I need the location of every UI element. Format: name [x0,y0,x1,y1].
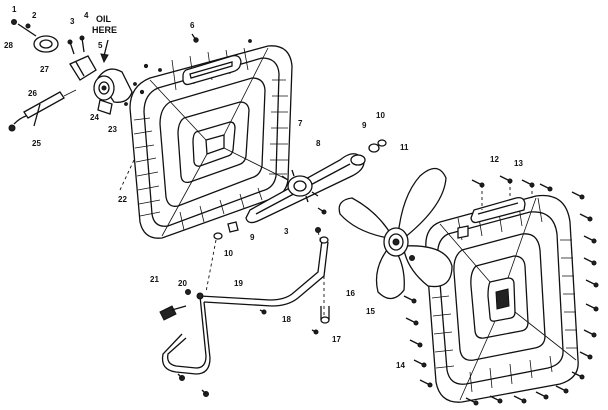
part-label-13: 13 [514,159,523,168]
oil-here-note: OIL HERE [92,14,117,35]
part-label-28: 28 [4,41,13,50]
part-label-2: 2 [32,11,37,20]
motor-assembly [8,19,145,191]
part-label-10a: 10 [376,111,385,120]
fan-blade [338,167,453,300]
part-labels: 1 2 3 4 5 6 7 8 9 9 3 10 10 11 12 13 14 … [4,5,523,370]
grille-screws [403,175,599,406]
part-label-22: 22 [118,195,127,204]
part-label-4: 4 [84,11,89,20]
part-label-20: 20 [178,279,187,288]
part-label-1: 1 [12,5,17,14]
motor-hub [213,169,327,240]
fan-base-leg [159,231,330,397]
part-label-16: 16 [346,289,355,298]
rear-grille-housing [124,39,293,239]
part-label-24: 24 [90,113,99,122]
part-label-9b: 9 [250,233,255,242]
top-screws [191,33,199,43]
oil-note-line2: HERE [92,25,117,35]
front-grille [425,194,579,403]
part-label-23: 23 [108,125,117,134]
part-label-21: 21 [150,275,159,284]
part-label-10b: 10 [224,249,233,258]
part-label-7: 7 [298,119,303,128]
part-label-27: 27 [40,65,49,74]
part-label-26: 26 [28,89,37,98]
part-label-17: 17 [332,335,341,344]
part-label-14: 14 [396,361,405,370]
part-label-18: 18 [282,315,291,324]
part-label-12: 12 [490,155,499,164]
oil-note-line1: OIL [96,14,112,24]
part-label-3b: 3 [284,227,289,236]
part-label-6: 6 [190,21,195,30]
part-label-3: 3 [70,17,75,26]
part-label-19: 19 [234,279,243,288]
part-label-11: 11 [400,143,409,152]
part-label-8: 8 [316,139,321,148]
part-label-15: 15 [366,307,375,316]
part-label-25: 25 [32,139,41,148]
part-label-9a: 9 [362,121,367,130]
part-label-5: 5 [98,41,103,50]
